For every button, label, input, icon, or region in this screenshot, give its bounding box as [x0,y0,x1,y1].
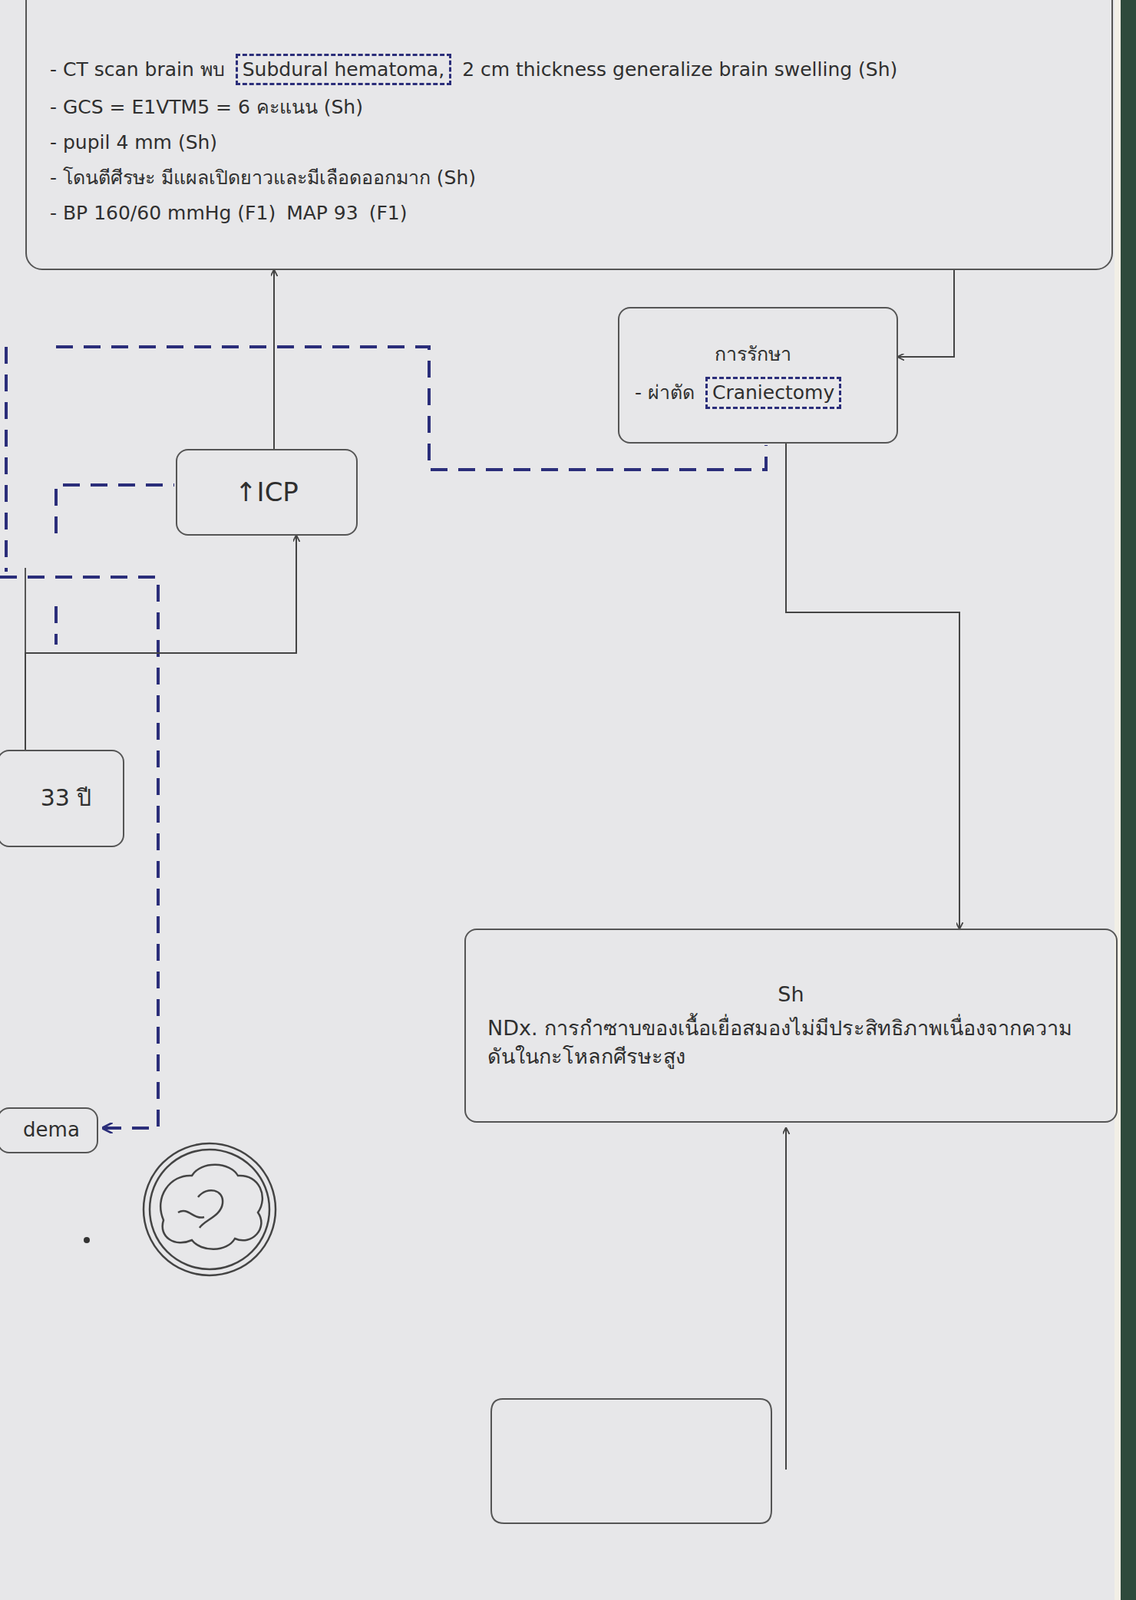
box-heading: การรักษา [714,341,792,368]
dot [83,1237,90,1244]
up-arrow [785,1128,787,1470]
box-text: - ผ่าตัด [634,379,695,407]
concept-box: ShNDx. การกำซาบของเนื้อเยื่อสมองไม่มีประ… [464,928,1118,1123]
box-text: - BP 160/60 mmHg (F1) [49,200,276,227]
dashed-line [56,346,767,470]
box-text: MAP 93 [286,200,359,227]
dashed-line [4,346,8,572]
box-text: - pupil 4 mm (Sh) [49,129,218,156]
connector-arrow [898,270,955,357]
box-text: - โดนตีศีรษะ มีแผลเปิดยาวและมีเลือดออกมา… [49,165,476,192]
concept-box: ↑ICP [175,449,358,536]
box-text: (F1) [369,200,408,227]
hand-box [491,1399,772,1524]
brain-fold [178,1211,205,1219]
box-text: 2 cm thickness generalize brain swelling… [462,56,898,83]
box-heading: 33 ปี [16,782,116,815]
connector-arrow [25,535,297,750]
dashed-links [0,346,767,1129]
dashed-line [56,485,175,534]
brain-fold [198,1190,223,1229]
concept-box: การรักษา - ผ่าตัด Craniectomy [617,307,899,444]
box-heading: dema [13,1116,90,1144]
concept-box: 33 ปี [0,749,125,848]
connector-arrow [273,270,275,450]
brain-outline [143,1143,276,1276]
box-heading: ↑ICP [184,475,349,511]
paper-edge [1114,0,1121,1600]
green-band [1120,0,1136,1600]
brain-lobes [160,1165,263,1250]
dashed-line [54,606,58,645]
box-text: NDx. การกำซาบของเนื้อเยื่อสมองไม่มีประสิ… [487,1014,1095,1071]
box-heading: Sh [487,980,1095,1009]
concept-box: - CT scan brain พบ Subdural hematoma, 2 cm… [25,0,1113,271]
dashed-arrow [0,577,159,1129]
connector-arrow [785,443,960,929]
brain-sketch [143,1143,276,1276]
box-heading: - CT scan brain พบ [49,56,225,83]
brain-outline [149,1149,270,1270]
concept-box: dema [0,1107,99,1154]
box-text: Craniectomy [705,376,842,410]
box-text: - GCS = E1VTM5 = 6 คะแนน (Sh) [49,94,364,121]
box-text: Subdural hematoma, [235,53,452,86]
